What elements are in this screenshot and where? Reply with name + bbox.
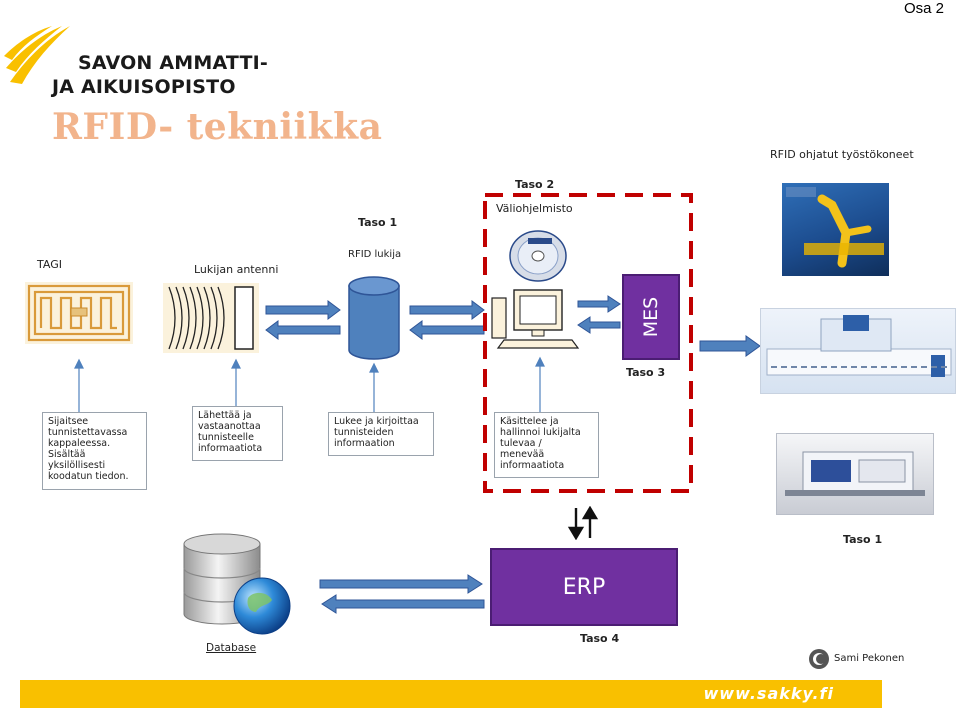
moulder-machine-photo — [776, 433, 934, 515]
robot-arm-photo — [782, 183, 889, 276]
tag-note: Sijaitsee tunnistettavassa kappaleessa. … — [42, 412, 147, 490]
middleware-label: Väliohjelmisto — [496, 202, 573, 215]
robot-arm-icon — [786, 187, 884, 268]
rfid-reader-label: RFID lukija — [348, 249, 402, 260]
tagi-label: TAGI — [37, 258, 62, 271]
taso1-top-label: Taso 1 — [358, 216, 398, 229]
antenna-note: Lähettää ja vastaanottaa tunnisteelle in… — [192, 406, 283, 461]
antenna-label: Lukijan antenni — [194, 263, 279, 276]
erp-box: ERP — [490, 548, 678, 626]
moulder-machine-icon — [785, 451, 925, 496]
logo-line2: JA AIKUISOPISTO — [52, 76, 236, 98]
footer-url: www.sakky.fi — [703, 684, 834, 703]
author-logo-icon — [809, 649, 829, 669]
rfid-tag-icon — [25, 282, 133, 344]
database-label: Database — [206, 642, 257, 654]
page-title: RFID- tekniikka — [52, 106, 383, 148]
db-erp-arrows — [319, 574, 485, 614]
logo-line1: SAVON AMMATTI- — [78, 52, 268, 74]
page-label: Osa 2 — [903, 0, 944, 17]
middleware-boundary — [483, 193, 693, 493]
database-icon — [183, 533, 291, 635]
erp-label: ERP — [562, 574, 606, 600]
mes-arrows — [577, 295, 621, 334]
machines-label: RFID ohjatut työstökoneet — [770, 148, 914, 161]
footer-bar: www.sakky.fi — [20, 680, 882, 708]
note-connectors — [74, 356, 545, 414]
cnc-machine-photo — [760, 308, 956, 394]
arrow-left-1 — [265, 320, 341, 340]
author-label: Sami Pekonen — [834, 653, 905, 664]
taso1-right-label: Taso 1 — [843, 533, 883, 546]
taso4-label: Taso 4 — [580, 632, 620, 645]
erp-updown-arrows — [567, 506, 599, 540]
reader-note: Lukee ja kirjoittaa tunnisteiden informa… — [328, 412, 434, 456]
mes-label: MES — [640, 296, 662, 338]
mes-to-machines-arrow — [699, 335, 761, 357]
mes-box: MES — [622, 274, 680, 360]
antenna-icon — [163, 283, 259, 353]
arrow-right-1 — [265, 300, 341, 320]
taso3-label: Taso 3 — [626, 366, 666, 379]
data-flow-arrows — [265, 300, 485, 340]
computer-icon — [491, 289, 580, 349]
arrow-right-2 — [409, 300, 485, 320]
middleware-note: Käsittelee ja hallinnoi lukijalta tuleva… — [494, 412, 599, 478]
taso2-label: Taso 2 — [515, 178, 555, 191]
arrow-left-2 — [409, 320, 485, 340]
cd-disc-icon — [509, 230, 567, 282]
rfid-reader-icon — [348, 276, 400, 360]
logo-swoosh-icon — [4, 26, 70, 84]
cnc-machine-icon — [766, 315, 952, 377]
